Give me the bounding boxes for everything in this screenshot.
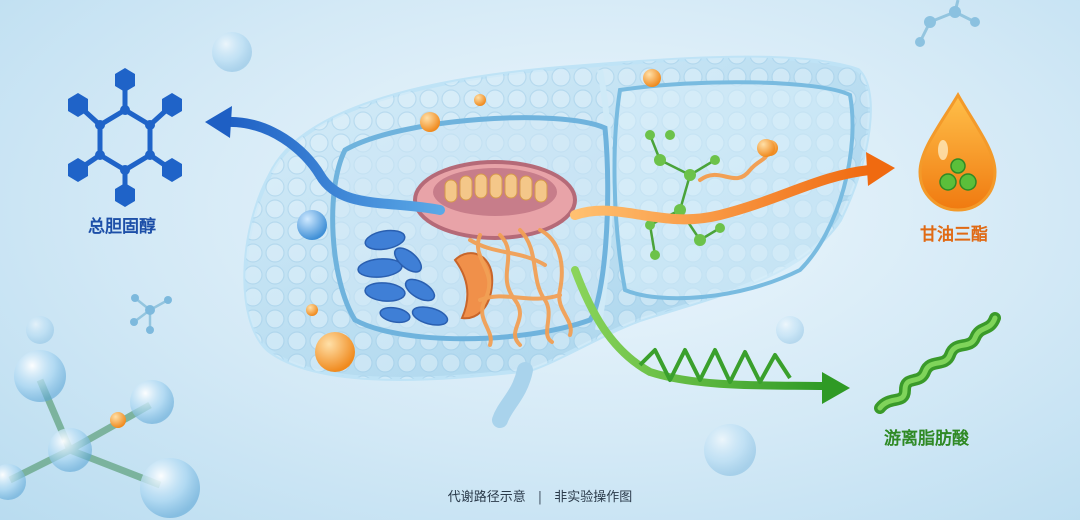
cholesterol-arrow xyxy=(205,106,445,215)
large-molecule-icon-bottom-left xyxy=(0,350,200,518)
free-fatty-acid-arrow xyxy=(571,266,850,404)
small-molecule-icon-top-right xyxy=(915,0,980,47)
small-molecule-icon-left xyxy=(130,294,172,334)
triglyceride-label: 甘油三酯 xyxy=(920,225,988,245)
caption: 代谢路径示意 | 非实验操作图 xyxy=(0,486,1080,505)
caption-separator: | xyxy=(537,490,543,505)
caption-left: 代谢路径示意 xyxy=(447,490,526,505)
hexagon-molecule-icon xyxy=(68,68,182,207)
mitochondrion-icon xyxy=(413,160,577,240)
oil-drop-icon xyxy=(918,92,997,212)
cholesterol-label: 总胆固醇 xyxy=(88,217,156,237)
free-fatty-acid-label: 游离脂肪酸 xyxy=(884,429,969,449)
triglyceride-arrow xyxy=(570,152,895,225)
fatty-acid-chain-icon xyxy=(874,312,1001,414)
background-bubbles xyxy=(26,32,804,476)
caption-right: 非实验操作图 xyxy=(554,490,633,505)
liver-illustration xyxy=(243,55,872,428)
